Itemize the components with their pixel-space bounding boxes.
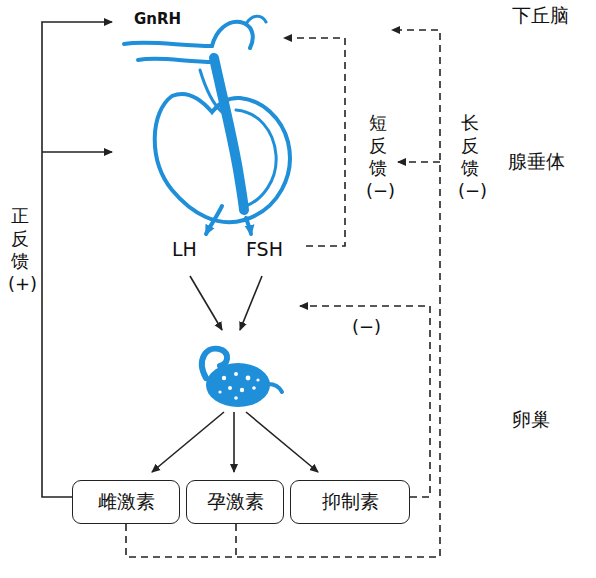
hormone-name: 雌激素 <box>98 489 155 515</box>
hormone-label: LH <box>172 238 212 261</box>
hormone-name: 抑制素 <box>322 489 379 515</box>
portal-vessel <box>212 22 253 48</box>
hormone-label: GnRH <box>134 10 204 28</box>
pituitary-stalk <box>214 58 244 210</box>
hormone-box: 抑制素 <box>290 480 410 524</box>
secretion-arrow <box>246 412 318 472</box>
lh-arrow <box>190 276 222 330</box>
hormone-box: 雌激素 <box>72 480 180 524</box>
hormone-arrows <box>152 276 318 472</box>
secretion-arrow <box>206 206 222 234</box>
portal-vessel <box>124 43 212 46</box>
feedback-path <box>42 22 112 497</box>
secretion-arrow <box>152 412 224 472</box>
region-label: 下丘脑 <box>512 4 592 27</box>
short-feedback-path <box>284 38 345 246</box>
inhibin-feedback-path <box>300 306 430 497</box>
positive-feedback-line <box>42 22 112 497</box>
long-feedback-path <box>126 30 440 557</box>
posterior-lobe <box>236 110 276 206</box>
feedback-label: 长反馈(−) <box>458 112 482 202</box>
ovarian-ligament <box>268 384 282 392</box>
feedback-label: 短反馈(−) <box>366 112 390 202</box>
negative-feedback-lines <box>126 30 440 557</box>
ovary-body <box>206 363 270 407</box>
hormone-box: 孕激素 <box>186 480 284 524</box>
ovary-illustration <box>202 349 282 407</box>
region-label: 卵巢 <box>512 408 572 431</box>
gland-outline <box>155 94 290 222</box>
long-feedback-branch <box>398 161 440 163</box>
secretion-arrow <box>233 412 235 472</box>
fsh-arrow <box>240 276 262 330</box>
feedback-sign: (−) <box>352 316 392 338</box>
secretion-arrow <box>246 218 251 234</box>
hormone-label: FSH <box>246 238 302 261</box>
feedback-label: 正反馈(+) <box>8 205 32 295</box>
region-label: 腺垂体 <box>508 150 592 173</box>
hormone-name: 孕激素 <box>207 489 264 515</box>
follicle-dots <box>218 372 259 400</box>
portal-vessel <box>138 59 214 62</box>
long-feedback-branch <box>235 524 237 557</box>
portal-vessel <box>246 16 266 24</box>
pituitary-illustration <box>124 16 290 234</box>
feedback-branch <box>42 151 112 153</box>
